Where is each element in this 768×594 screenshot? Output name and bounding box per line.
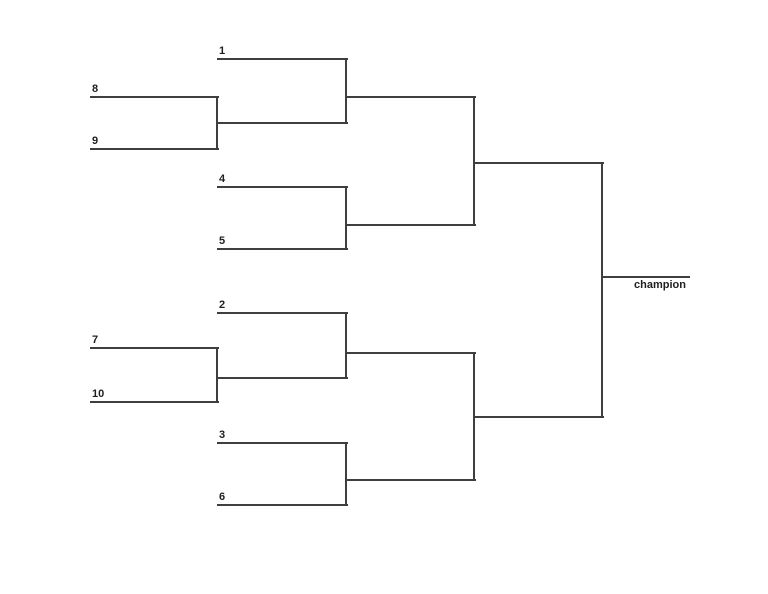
connector-7v10 xyxy=(216,347,218,403)
seed-6-line xyxy=(217,504,348,506)
seed-1-label: 1 xyxy=(219,45,226,57)
seed-5-label: 5 xyxy=(219,235,226,247)
qf-1v89-winner-line xyxy=(346,96,476,98)
connector-qf-top1 xyxy=(345,58,347,124)
seed-2-line xyxy=(217,312,348,314)
semifinal-bottom-winner-line xyxy=(474,416,604,418)
seed-6-label: 6 xyxy=(219,491,226,503)
seed-3-label: 3 xyxy=(219,429,226,441)
connector-3v6 xyxy=(345,442,347,506)
seed-8-label: 8 xyxy=(92,83,99,95)
seed-9-line xyxy=(90,148,219,150)
match-4v5-winner-line xyxy=(346,224,476,226)
seed-7-label: 7 xyxy=(92,334,99,346)
champion-line xyxy=(602,276,690,278)
seed-1-line xyxy=(217,58,348,60)
seed-2-label: 2 xyxy=(219,299,226,311)
seed-7-line xyxy=(90,347,219,349)
seed-4-line xyxy=(217,186,348,188)
match-3v6-winner-line xyxy=(346,479,476,481)
semifinal-top-winner-line xyxy=(474,162,604,164)
connector-semifinal-bottom xyxy=(473,352,475,481)
champion-label: champion xyxy=(634,279,686,291)
seed-5-line xyxy=(217,248,348,250)
match-7v10-winner-line xyxy=(217,377,348,379)
seed-4-label: 4 xyxy=(219,173,226,185)
connector-qf-bottom1 xyxy=(345,312,347,379)
connector-semifinal-top xyxy=(473,96,475,226)
seed-9-label: 9 xyxy=(92,135,99,147)
seed-8-line xyxy=(90,96,219,98)
seed-10-line xyxy=(90,401,219,403)
seed-3-line xyxy=(217,442,348,444)
connector-8v9 xyxy=(216,96,218,150)
seed-10-label: 10 xyxy=(92,388,105,400)
match-8v9-winner-line xyxy=(217,122,348,124)
connector-4v5 xyxy=(345,186,347,250)
connector-final xyxy=(601,162,603,418)
qf-2v710-winner-line xyxy=(346,352,476,354)
